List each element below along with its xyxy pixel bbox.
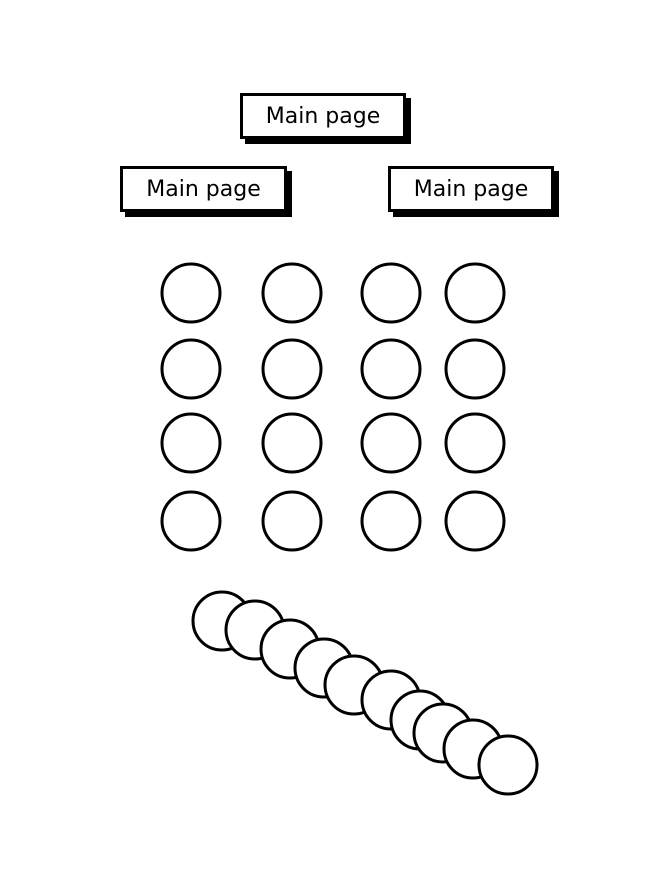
grid-circle-r1-c4: [444, 262, 506, 324]
grid-circle-r4-c4: [444, 490, 506, 552]
main-page-button-top[interactable]: Main page: [240, 93, 406, 139]
chain-circle-10: [477, 734, 539, 796]
circle-grid: [160, 262, 506, 552]
grid-circle-r2-c2: [261, 338, 323, 400]
grid-circle-r1-c2: [261, 262, 323, 324]
grid-circle-r4-c2: [261, 490, 323, 552]
circle-chain: [191, 590, 539, 796]
grid-circle-r3-c4: [444, 412, 506, 474]
grid-circle-r3-c3: [360, 412, 422, 474]
grid-circle-r2-c1: [160, 338, 222, 400]
grid-circle-r4-c3: [360, 490, 422, 552]
grid-circle-r3-c2: [261, 412, 323, 474]
main-page-button-right[interactable]: Main page: [388, 166, 554, 212]
main-page-button-left[interactable]: Main page: [120, 166, 287, 212]
grid-circle-r3-c1: [160, 412, 222, 474]
grid-circle-r1-c3: [360, 262, 422, 324]
grid-circle-r4-c1: [160, 490, 222, 552]
grid-circle-r1-c1: [160, 262, 222, 324]
grid-circle-r2-c3: [360, 338, 422, 400]
grid-circle-r2-c4: [444, 338, 506, 400]
